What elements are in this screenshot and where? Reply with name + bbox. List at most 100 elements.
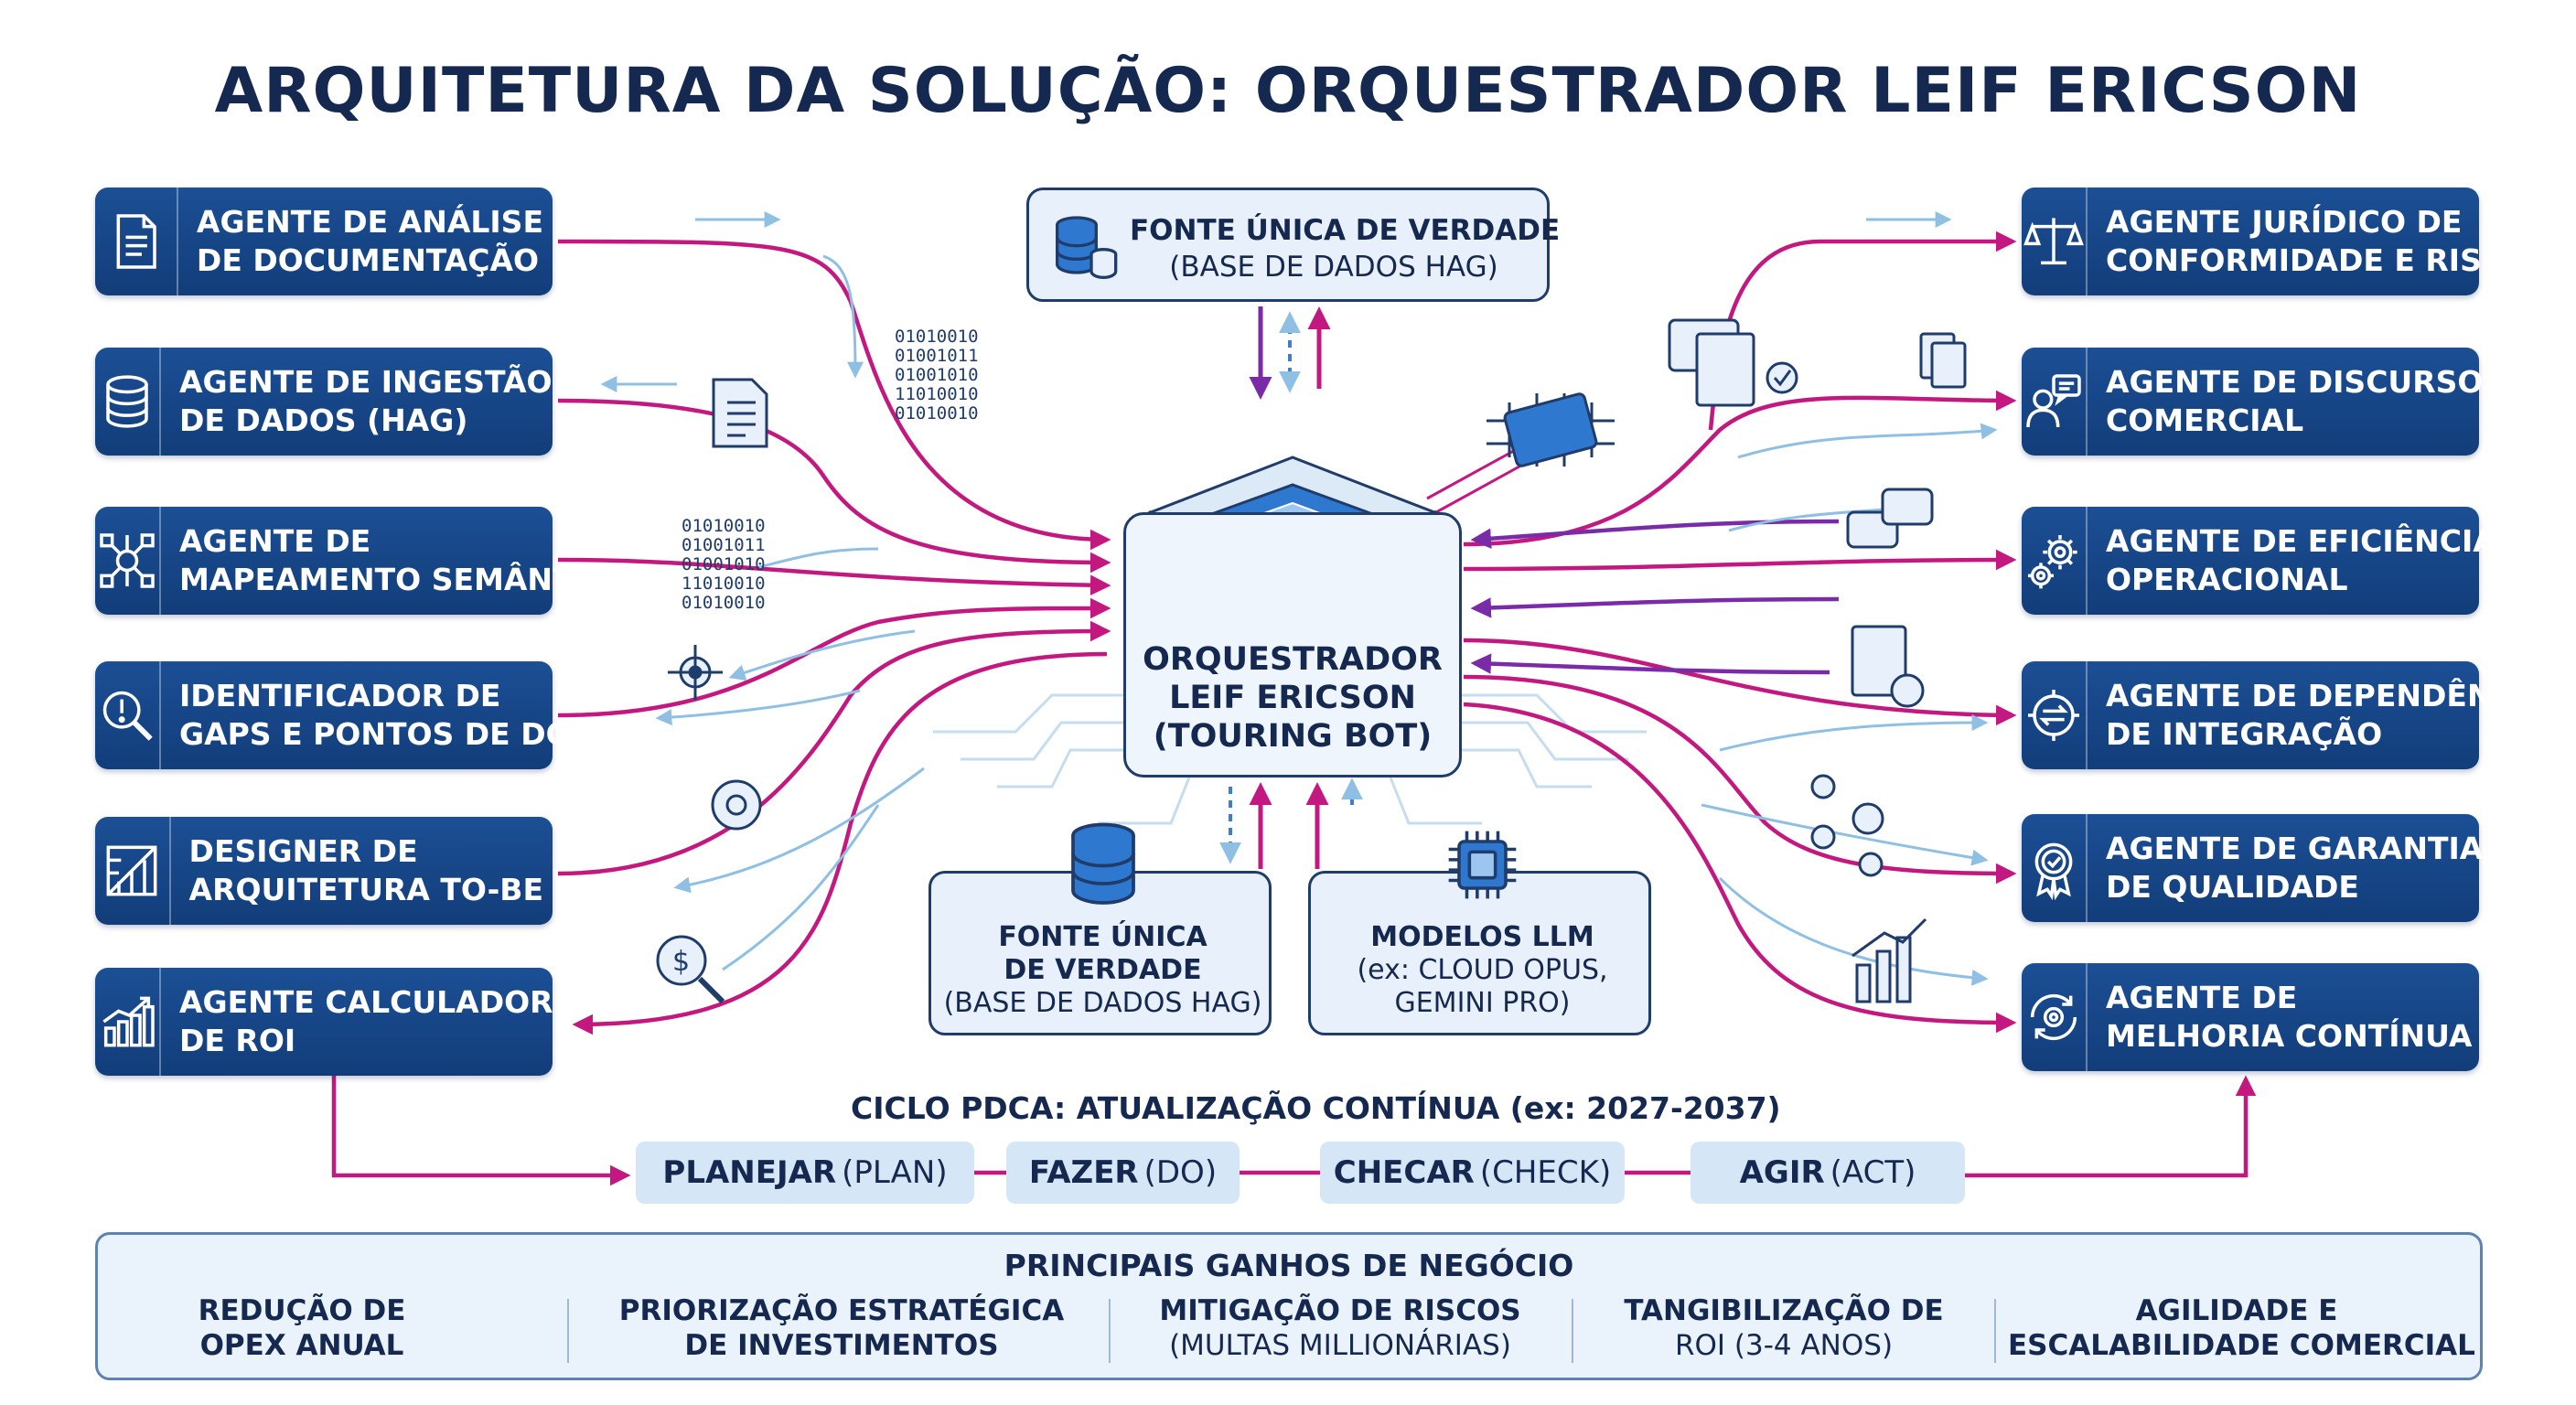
top-source-box[interactable]: FONTE ÚNICA DE VERDADE (BASE DE DADOS HA… — [1026, 188, 1561, 302]
database-icon — [1062, 819, 1144, 910]
pdca-step-act[interactable]: AGIR(ACT) — [1690, 1142, 1965, 1204]
agent-title-line1: AGENTE DE EFICIÊNCIA — [2106, 523, 2496, 559]
agent-title-line2: ARQUITETURA TO-BE — [188, 872, 543, 907]
pdca-step-label: PLANEJAR — [662, 1154, 837, 1191]
orchestrator-line2: LEIF ERICSON — [1169, 680, 1416, 716]
divider — [567, 1299, 569, 1363]
source-title-line2: DE VERDADE — [1004, 954, 1202, 986]
pdca-step-english: (DO) — [1143, 1154, 1218, 1191]
gear-arrows-icon — [2022, 661, 2088, 769]
agent-title-line2: DE QUALIDADE — [2106, 869, 2359, 905]
business-gains-panel — [95, 1232, 2483, 1380]
divider — [1572, 1299, 1573, 1363]
pdca-step-do[interactable]: FAZER(DO) — [1006, 1142, 1240, 1204]
gain-item: AGILIDADE E ESCALABILIDADE COMERCIAL — [2008, 1293, 2475, 1363]
binary-stream-lower: 01010010 01001011 01001010 11010010 0101… — [682, 516, 766, 613]
pdca-step-english: (ACT) — [1830, 1154, 1916, 1191]
orchestrator-line3: (TOURING BOT) — [1153, 718, 1433, 755]
source-title: FONTE ÚNICA DE VERDADE — [1130, 214, 1561, 247]
cpu-chip-icon — [1444, 826, 1521, 904]
database-icon — [95, 348, 161, 456]
gain-line1: TANGIBILIZAÇÃO DE — [1624, 1294, 1944, 1327]
agent-title-line2: GAPS E PONTOS DE DOR — [179, 716, 596, 752]
source-title-line1: FONTE ÚNICA — [998, 921, 1208, 953]
gain-line2: (MULTAS MILLIONÁRIAS) — [1169, 1329, 1511, 1362]
gain-line2: DE INVESTIMENTOS — [684, 1329, 999, 1362]
gain-item: PRIORIZAÇÃO ESTRATÉGICA DE INVESTIMENTOS — [585, 1293, 1098, 1363]
pdca-step-label: CHECAR — [1333, 1154, 1475, 1191]
pdca-step-english: (PLAN) — [842, 1154, 948, 1191]
orchestrator-box[interactable] — [1123, 512, 1462, 778]
agent-title-line1: AGENTE DE ANÁLISE — [196, 204, 543, 240]
agent-title-line1: AGENTE DE — [179, 523, 371, 559]
gain-line1: PRIORIZAÇÃO ESTRATÉGICA — [618, 1294, 1065, 1327]
gain-item: REDUÇÃO DE OPEX ANUAL — [128, 1293, 476, 1363]
llm-title: MODELOS LLM — [1370, 921, 1594, 953]
gain-line1: REDUÇÃO DE — [198, 1294, 406, 1327]
orchestrator-label: ORQUESTRADOR LEIF ERICSON (TOURING BOT) — [1123, 640, 1462, 756]
bar-chart-icon — [95, 968, 161, 1076]
document-icon — [95, 188, 178, 295]
agent-title-line2: DE DOCUMENTAÇÃO — [196, 242, 540, 278]
agent-title-line1: IDENTIFICADOR DE — [179, 678, 501, 713]
llm-example-line2: GEMINI PRO) — [1394, 987, 1571, 1019]
business-gains-title: PRINCIPAIS GANHOS DE NEGÓCIO — [1004, 1248, 1574, 1283]
gain-line2: ESCALABILIDADE COMERCIAL — [2008, 1329, 2475, 1362]
agent-title-line1: AGENTE DE DEPENDÊNCIA — [2106, 678, 2549, 713]
agent-title-line1: AGENTE JURÍDICO DE — [2106, 204, 2463, 240]
scales-icon — [2022, 188, 2088, 295]
pdca-step-plan[interactable]: PLANEJAR(PLAN) — [636, 1142, 974, 1204]
gain-line2: ROI (3-4 ANOS) — [1674, 1329, 1894, 1362]
agent-title-line1: AGENTE DE DISCURSO — [2106, 364, 2484, 400]
agent-title-line2: DE INTEGRAÇÃO — [2106, 716, 2383, 752]
svg-text:$: $ — [672, 946, 690, 978]
gain-item: MITIGAÇÃO DE RISCOS (MULTAS MILLIONÁRIAS… — [1121, 1293, 1560, 1363]
gears-icon — [2022, 507, 2088, 615]
magnifier-alert-icon — [95, 661, 161, 769]
agent-title-line2: DE DADOS (HAG) — [179, 402, 468, 438]
agent-title-line1: DESIGNER DE — [188, 833, 418, 869]
agent-title-line1: AGENTE DE — [2106, 980, 2298, 1015]
blueprint-icon — [95, 817, 171, 925]
agent-title-line2: DE ROI — [179, 1023, 296, 1058]
agent-title-line2: COMERCIAL — [2106, 402, 2304, 438]
agent-title-line1: AGENTE CALCULADOR — [179, 984, 553, 1020]
binary-stream-upper: 01010010 01001011 01001010 11010010 0101… — [895, 327, 979, 424]
pdca-step-check[interactable]: CHECAR(CHECK) — [1320, 1142, 1625, 1204]
gain-line1: AGILIDADE E — [2135, 1294, 2338, 1327]
llm-models-box[interactable]: MODELOS LLM (ex: CLOUD OPUS, GEMINI PRO) — [1308, 831, 1651, 1035]
llm-example-line1: (ex: CLOUD OPUS, — [1357, 954, 1608, 986]
agent-title-line1: AGENTE DE INGESTÃO — [179, 364, 553, 400]
agent-title-line2: MELHORIA CONTÍNUA — [2106, 1018, 2473, 1054]
divider — [1109, 1299, 1111, 1363]
gain-line2: OPEX ANUAL — [199, 1329, 404, 1362]
database-icon — [1047, 210, 1121, 284]
gain-item: TANGIBILIZAÇÃO DE ROI (3-4 ANOS) — [1583, 1293, 1985, 1363]
agent-title-line2: OPERACIONAL — [2106, 562, 2348, 597]
gain-line1: MITIGAÇÃO DE RISCOS — [1159, 1294, 1521, 1327]
bottom-source-box[interactable]: FONTE ÚNICA DE VERDADE (BASE DE DADOS HA… — [928, 822, 1272, 1035]
page-title: ARQUITETURA DA SOLUÇÃO: ORQUESTRADOR LEI… — [214, 55, 2362, 127]
agent-title-line1: AGENTE DE GARANTIA — [2106, 831, 2484, 866]
speaker-chat-icon — [2022, 348, 2088, 456]
cycle-gear-icon — [2022, 963, 2088, 1071]
network-icon — [95, 507, 161, 615]
source-subtitle: (BASE DE DADOS HAG) — [943, 987, 1262, 1019]
pdca-title: CICLO PDCA: ATUALIZAÇÃO CONTÍNUA (ex: 20… — [851, 1090, 1781, 1126]
pdca-step-label: FAZER — [1028, 1154, 1139, 1191]
agent-title-line2: CONFORMIDADE E RISCO — [2106, 242, 2530, 278]
pdca-step-label: AGIR — [1739, 1154, 1825, 1191]
orchestrator-line1: ORQUESTRADOR — [1143, 641, 1443, 678]
